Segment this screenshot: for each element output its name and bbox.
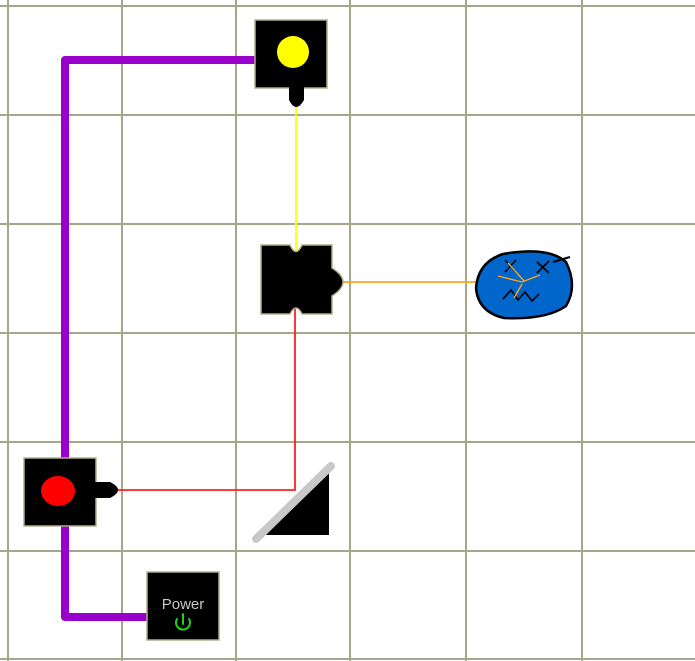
mirror[interactable] bbox=[256, 466, 331, 539]
red-laser-emitter[interactable] bbox=[24, 458, 118, 526]
power-wire bbox=[65, 60, 256, 617]
target-bomb[interactable] bbox=[476, 251, 572, 318]
power-button-label: Power bbox=[162, 596, 205, 613]
power-button[interactable]: Power bbox=[147, 572, 219, 640]
yellow-laser-emitter[interactable] bbox=[255, 20, 327, 107]
beam-splitter[interactable] bbox=[261, 245, 343, 314]
